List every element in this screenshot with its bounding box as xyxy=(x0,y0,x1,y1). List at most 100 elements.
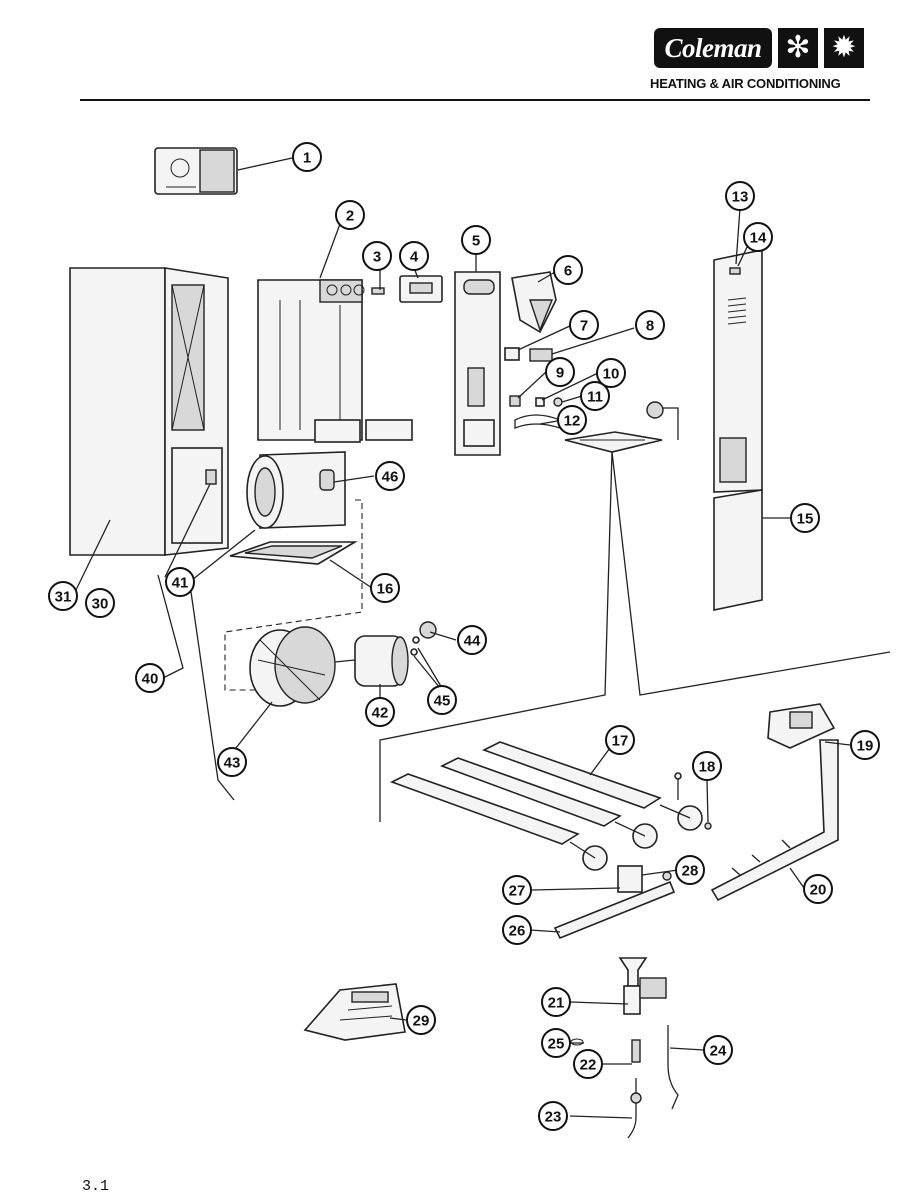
callout-11: 11 xyxy=(580,381,610,411)
callout-label: 12 xyxy=(564,413,581,430)
part-blower-motor xyxy=(334,635,409,687)
callout-label: 16 xyxy=(377,581,394,598)
callout-40: 40 xyxy=(135,663,165,693)
callout-13: 13 xyxy=(725,181,755,211)
callout-label: 17 xyxy=(612,733,629,750)
callout-46: 46 xyxy=(375,461,405,491)
brand-wordmark: Coleman xyxy=(654,28,772,68)
callout-21: 21 xyxy=(541,987,571,1017)
callout-16: 16 xyxy=(370,573,400,603)
part-burners xyxy=(389,741,703,871)
callout-10: 10 xyxy=(596,358,626,388)
callout-label: 30 xyxy=(92,596,109,613)
callout-31: 31 xyxy=(48,581,78,611)
callout-label: 31 xyxy=(55,589,72,606)
callout-2: 2 xyxy=(335,200,365,230)
callout-label: 44 xyxy=(464,633,481,650)
callout-label: 19 xyxy=(857,738,874,755)
callout-label: 1 xyxy=(303,150,311,167)
callout-29: 29 xyxy=(406,1005,436,1035)
callout-label: 23 xyxy=(545,1109,562,1126)
callout-18: 18 xyxy=(692,751,722,781)
callout-label: 4 xyxy=(410,249,419,266)
callout-4: 4 xyxy=(399,241,429,271)
part-burner-rail xyxy=(553,865,676,940)
callout-label: 15 xyxy=(797,511,814,528)
part-gas-valve xyxy=(767,703,836,749)
callout-6: 6 xyxy=(553,255,583,285)
callout-label: 7 xyxy=(580,318,588,335)
callout-label: 14 xyxy=(750,230,767,247)
callout-label: 13 xyxy=(732,189,749,206)
callout-label: 5 xyxy=(472,233,480,250)
blower-explode-outline xyxy=(224,499,363,691)
callout-label: 29 xyxy=(413,1013,430,1030)
callout-41: 41 xyxy=(165,567,195,597)
callout-15: 15 xyxy=(790,503,820,533)
part-thermostat xyxy=(154,147,238,195)
callout-5: 5 xyxy=(461,225,491,255)
callout-9: 9 xyxy=(545,357,575,387)
callout-27: 27 xyxy=(502,875,532,905)
part-bracket xyxy=(511,271,557,334)
part-burner-assembly-small xyxy=(564,401,679,453)
page-number: 3.1 xyxy=(82,1178,110,1195)
snowflake-icon: ✻ xyxy=(778,28,818,68)
callout-label: 22 xyxy=(580,1057,597,1074)
callout-26: 26 xyxy=(502,915,532,945)
callout-42: 42 xyxy=(365,697,395,727)
callout-label: 6 xyxy=(564,263,572,280)
part-cabinet xyxy=(69,267,229,556)
callout-22: 22 xyxy=(573,1049,603,1079)
callout-24: 24 xyxy=(703,1035,733,1065)
callout-label: 18 xyxy=(699,759,716,776)
callout-label: 25 xyxy=(548,1036,565,1053)
callout-19: 19 xyxy=(850,730,880,760)
callout-12: 12 xyxy=(557,405,587,435)
callout-1: 1 xyxy=(292,142,322,172)
part-motor-mount xyxy=(410,621,437,656)
callout-20: 20 xyxy=(803,874,833,904)
callout-label: 26 xyxy=(509,923,526,940)
callout-label: 11 xyxy=(587,389,603,406)
callout-25: 25 xyxy=(541,1028,571,1058)
part-small-components xyxy=(504,347,563,429)
part-filter xyxy=(229,541,358,565)
callout-label: 20 xyxy=(810,882,827,899)
sun-icon: ✹ xyxy=(824,28,864,68)
part-front-door xyxy=(713,249,763,611)
callout-label: 8 xyxy=(646,318,654,335)
part-blower-wheel xyxy=(249,626,336,707)
part-limit-switch xyxy=(371,275,443,303)
callout-label: 45 xyxy=(434,693,451,710)
callout-label: 9 xyxy=(556,365,564,382)
callout-label: 41 xyxy=(172,575,189,592)
callout-label: 24 xyxy=(710,1043,727,1060)
part-pilot-parts xyxy=(570,1025,679,1139)
part-screw xyxy=(674,772,712,830)
callout-7: 7 xyxy=(569,310,599,340)
part-door-panel xyxy=(454,271,501,456)
callout-44: 44 xyxy=(457,625,487,655)
callout-23: 23 xyxy=(538,1101,568,1131)
callout-28: 28 xyxy=(675,855,705,885)
burner-detail-frame xyxy=(379,451,891,822)
leader-lines xyxy=(75,157,851,1119)
part-blower-housing xyxy=(246,451,346,529)
callout-label: 43 xyxy=(224,755,241,772)
callout-8: 8 xyxy=(635,310,665,340)
callout-label: 10 xyxy=(603,366,620,383)
part-manifold xyxy=(710,739,839,902)
part-heat-exchanger xyxy=(257,279,413,443)
callout-label: 40 xyxy=(142,671,159,688)
callout-3: 3 xyxy=(362,241,392,271)
part-pilot-bracket xyxy=(618,957,667,1015)
callout-label: 46 xyxy=(382,469,399,486)
callout-43: 43 xyxy=(217,747,247,777)
callout-label: 42 xyxy=(372,705,389,722)
callout-30: 30 xyxy=(85,588,115,618)
part-label-card xyxy=(303,983,406,1041)
brand-tagline: HEATING & AIR CONDITIONING xyxy=(650,76,841,91)
callout-label: 3 xyxy=(373,249,381,266)
